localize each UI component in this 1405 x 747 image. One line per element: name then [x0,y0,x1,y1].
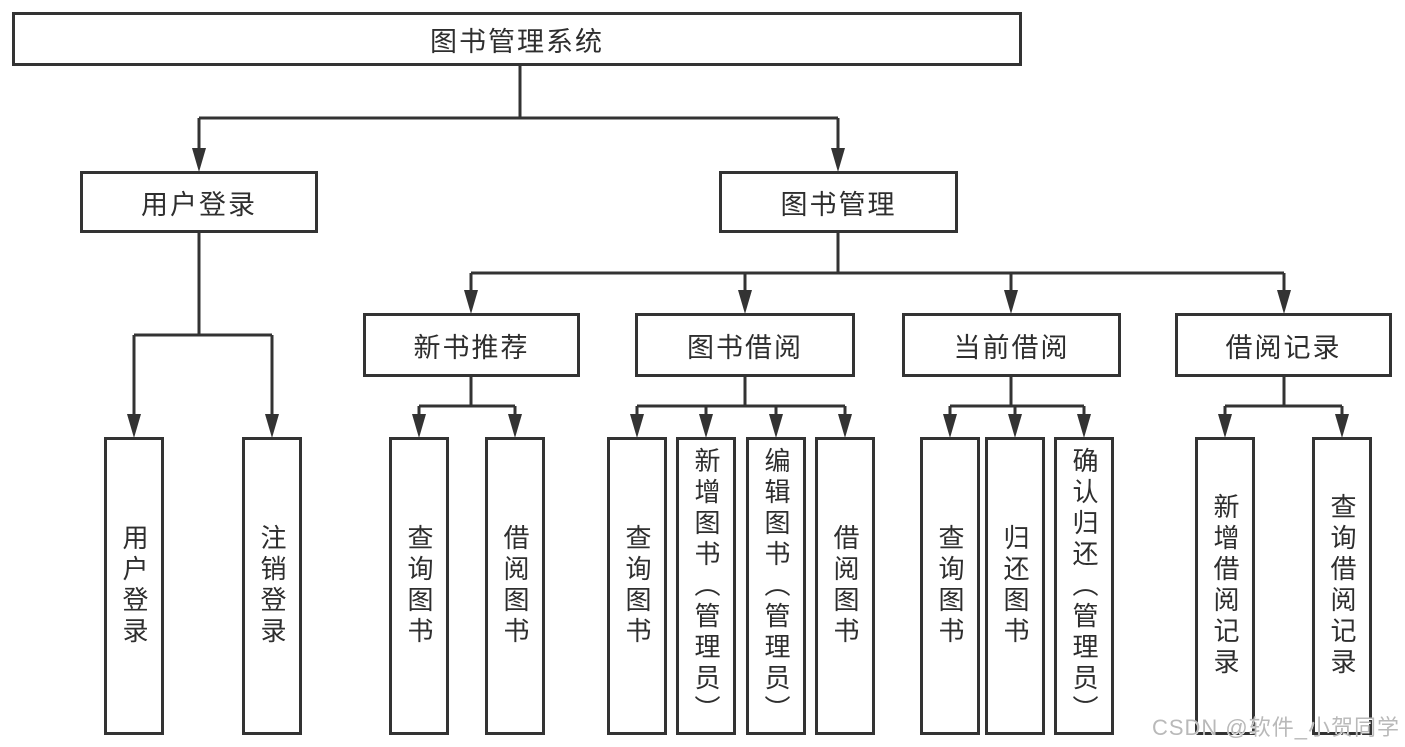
node-borrow-borrow-books: 借阅图书 [815,437,875,735]
node-current-borrow: 当前借阅 [902,313,1121,377]
node-leaf-user-login: 用户登录 [104,437,164,735]
node-label: 图书借阅 [687,332,803,363]
node-borrow-add-books-admin: 新增图书（管理员） [676,437,736,735]
node-label: 查询借阅记录 [1327,493,1357,679]
node-label: 当前借阅 [953,332,1070,363]
node-label: 图书管理 [780,189,897,220]
node-label: 查询图书 [935,524,965,648]
node-label: 用户登录 [119,524,149,648]
node-current-query-books: 查询图书 [920,437,980,735]
node-recommend-borrow-books: 借阅图书 [485,437,545,735]
node-system-root: 图书管理系统 [12,12,1022,66]
node-leaf-logout: 注销登录 [242,437,302,735]
node-label: 图书管理系统 [430,26,604,57]
arrowheads [127,148,1349,438]
node-current-confirm-return-admin: 确认归还（管理员） [1054,437,1114,735]
node-book-management: 图书管理 [719,171,958,233]
node-label: 新增图书（管理员） [691,446,721,726]
node-label: 借阅图书 [830,524,860,648]
node-records-add-record: 新增借阅记录 [1195,437,1255,735]
node-borrow-query-books: 查询图书 [607,437,667,735]
node-label: 借阅图书 [500,524,530,648]
node-book-borrow: 图书借阅 [635,313,855,377]
node-borrow-edit-books-admin: 编辑图书（管理员） [746,437,806,735]
node-label: 查询图书 [404,524,434,648]
node-records-query-record: 查询借阅记录 [1312,437,1372,735]
csdn-watermark: CSDN @软件_小贺同学 [1151,715,1400,740]
node-user-login: 用户登录 [80,171,318,233]
node-label: 借阅记录 [1225,332,1342,363]
node-label: 查询图书 [622,524,652,648]
node-label: 归还图书 [1000,524,1030,648]
node-label: 确认归还（管理员） [1069,446,1099,726]
node-label: 新增借阅记录 [1210,493,1240,679]
node-label: 编辑图书（管理员） [761,446,791,726]
node-label: 注销登录 [257,524,287,648]
node-current-return-books: 归还图书 [985,437,1045,735]
node-recommend-query-books: 查询图书 [389,437,449,735]
node-label: 新书推荐 [413,332,530,363]
node-new-book-recommend: 新书推荐 [363,313,580,377]
node-borrow-records: 借阅记录 [1175,313,1392,377]
node-label: 用户登录 [141,189,257,220]
